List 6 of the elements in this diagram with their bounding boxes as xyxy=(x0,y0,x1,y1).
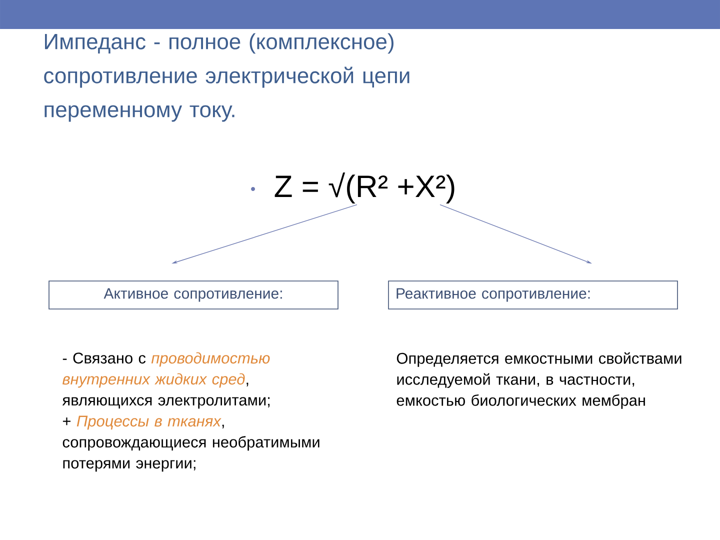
description-text: Определяется емкостными свойствами исследуемой ткани, в частности, емкостью биологических мембран xyxy=(396,352,682,409)
label-box: Реактивное сопротивление: xyxy=(388,280,678,310)
title: Импеданс - полное (комплексное) сопротивление электрической цепи переменному току. xyxy=(44,33,410,122)
formula-text: Z = √(R² +X²) xyxy=(274,172,454,204)
label-box: Активное сопротивление: xyxy=(48,280,338,310)
description-text: - Связано с проводимостью внутренних жидких сред, являющихся электролитами; + Процессы в тканях, сопровождающиеся необратимыми потерями энергии; xyxy=(62,352,320,472)
